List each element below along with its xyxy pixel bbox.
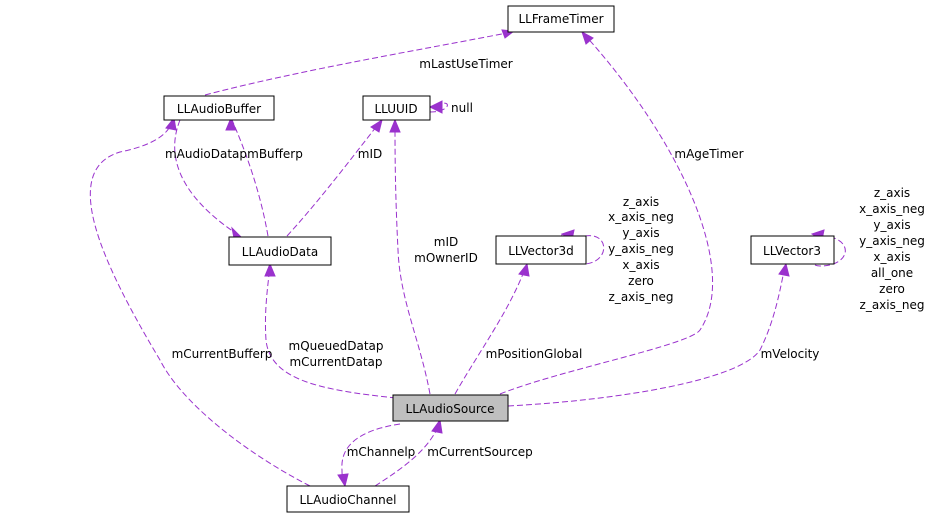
label-owner-id: mOwnerID (414, 251, 478, 265)
edge-velocity (507, 265, 786, 407)
label-age-timer: mAgeTimer (674, 147, 743, 161)
arrow-audio-channel (337, 473, 349, 488)
arrow-vector3 (778, 262, 790, 277)
edge-id-data (286, 121, 381, 237)
label-queued-datap: mQueuedDatap (289, 339, 384, 353)
vector3-label: z_axis_neg (860, 298, 925, 312)
node-label: LLAudioSource (406, 402, 495, 416)
vector3-label: y_axis (873, 218, 910, 232)
label-id-data: mID (358, 147, 382, 161)
vector3-self-labels: z_axis x_axis_neg y_axis y_axis_neg x_ax… (859, 186, 925, 312)
vector3d-label: zero (628, 274, 654, 288)
label-last-use-timer: mLastUseTimer (419, 57, 512, 71)
vector3d-label: x_axis (622, 258, 659, 272)
node-label: LLUUID (374, 102, 417, 116)
node-llaudiosource[interactable]: LLAudioSource (392, 394, 509, 422)
node-lluuid[interactable]: LLUUID (362, 95, 431, 121)
vector3d-self-labels: z_axis x_axis_neg y_axis y_axis_neg x_ax… (608, 195, 674, 304)
arrow-uuid-id (370, 118, 383, 133)
node-llaudiodata[interactable]: LLAudioData (228, 236, 332, 266)
label-channelp: mChannelp (347, 445, 416, 459)
edge-id-owner (394, 121, 431, 395)
vector3d-label: y_axis_neg (608, 242, 674, 256)
vector3-label: x_axis (873, 250, 910, 264)
arrow-uuid-null (428, 100, 443, 114)
label-null: null (451, 101, 473, 115)
node-llvector3[interactable]: LLVector3 (750, 235, 835, 265)
arrow-uuid-owner (389, 118, 401, 133)
node-llaudiobuffer[interactable]: LLAudioBuffer (163, 95, 275, 121)
node-label: LLVector3d (508, 244, 574, 258)
edge-queued-current-datap (264, 265, 397, 399)
edge-bufferp (231, 119, 269, 237)
edge-audio-datap (174, 119, 241, 237)
arrow-frame-timer-right (581, 30, 594, 45)
vector3d-label: z_axis_neg (609, 290, 674, 304)
label-current-datap: mCurrentDatap (289, 355, 382, 369)
edge-last-use-timer (204, 31, 513, 96)
arrow-vector3d (518, 262, 530, 277)
edge-current-bufferp (89, 119, 311, 487)
node-llaudiochannel[interactable]: LLAudioChannel (286, 485, 410, 513)
node-label: LLAudioChannel (299, 493, 396, 507)
edge-age-timer (499, 33, 714, 395)
vector3-label: x_axis_neg (859, 202, 925, 216)
vector3-label: y_axis_neg (859, 234, 925, 248)
vector3d-label: x_axis_neg (608, 210, 674, 224)
label-audio-datap: mAudioDatap (165, 147, 247, 161)
node-llvector3d[interactable]: LLVector3d (495, 235, 587, 265)
node-label: LLAudioBuffer (177, 102, 261, 116)
edge-labels: mLastUseTimer null mAudioDatap mBufferp … (165, 57, 819, 459)
label-bufferp: mBufferp (247, 147, 303, 161)
node-label: LLFrameTimer (518, 12, 603, 26)
arrow-audio-buffer-a (165, 116, 177, 131)
vector3-label: zero (879, 282, 905, 296)
label-id-source: mID (434, 235, 458, 249)
label-current-bufferp: mCurrentBufferp (172, 347, 273, 361)
vector3d-label: y_axis (622, 226, 659, 240)
arrow-audio-data-b (264, 262, 276, 277)
label-current-sourcep: mCurrentSourcep (427, 445, 533, 459)
vector3-label: all_one (871, 266, 913, 280)
vector3-label: z_axis (874, 186, 910, 200)
node-llframetimer[interactable]: LLFrameTimer (507, 5, 615, 33)
label-velocity: mVelocity (761, 347, 820, 361)
vector3d-label: z_axis (623, 195, 659, 209)
label-position-global: mPositionGlobal (486, 347, 583, 361)
arrow-audio-buffer-b (225, 116, 237, 131)
node-label: LLVector3 (763, 244, 821, 258)
edge-uuid-null (429, 102, 448, 113)
arrow-audio-source (431, 418, 443, 434)
node-label: LLAudioData (242, 245, 318, 259)
edge-position-global (454, 265, 527, 395)
